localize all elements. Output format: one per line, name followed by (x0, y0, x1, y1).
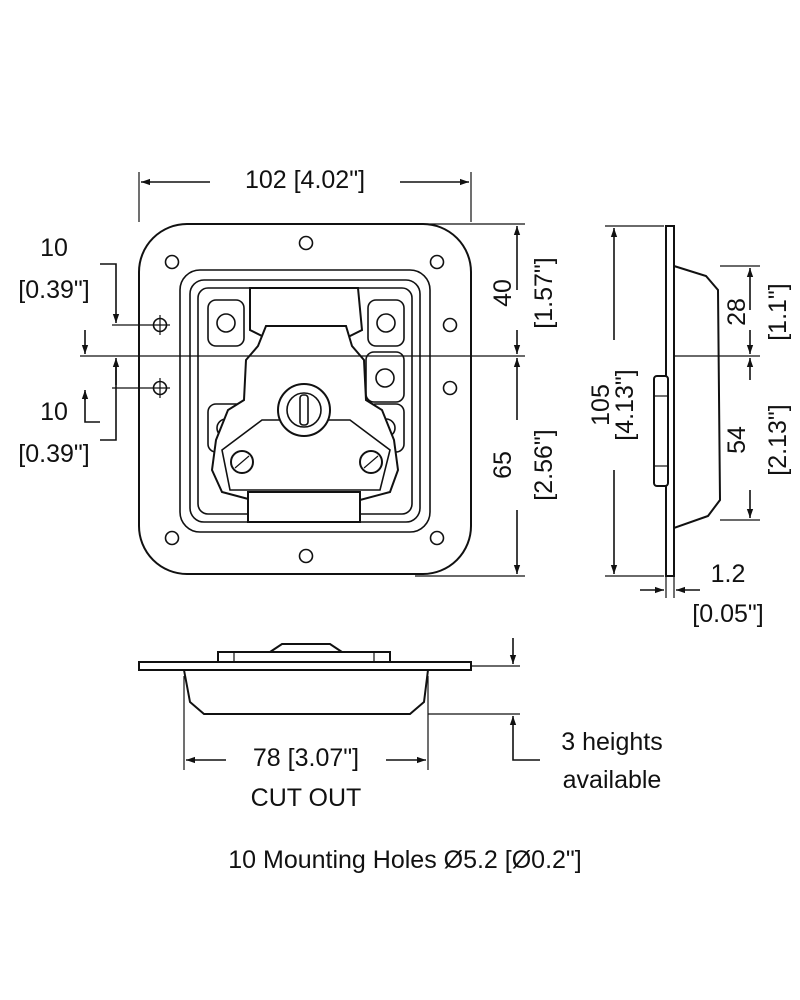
bottom-view (138, 643, 472, 715)
lock-cylinder (277, 383, 331, 437)
latch-lever (210, 287, 400, 523)
upper-height-mm: 40 (489, 279, 517, 307)
dish-outer (179, 269, 431, 533)
dish-hole (376, 313, 396, 333)
mounting-hole (164, 254, 180, 270)
side-lower-mm: 54 (723, 426, 751, 454)
thickness-mm: 1.2 (711, 560, 746, 588)
side-upper-mm: 28 (723, 298, 751, 326)
hole-offset-top-in: [0.39"] (18, 276, 89, 304)
hole-offset-bottom-in: [0.39"] (18, 440, 89, 468)
hole-offset-top-mm: 10 (40, 234, 68, 262)
mounting-hole (442, 317, 458, 333)
front-height-dimensions: 40 [1.57"] 65 [2.56"] (415, 223, 558, 577)
bottom-latch (217, 651, 391, 663)
lever-wing (221, 419, 391, 491)
heights-note-line1: 3 heights (561, 728, 662, 756)
mounting-hole (298, 235, 314, 251)
side-depth-dimensions: 28 [1.1"] 54 [2.13"] (720, 265, 792, 521)
side-height-dimension: 105 [4.13"] (587, 225, 664, 577)
mounting-holes (150, 235, 458, 564)
dish-hole (216, 313, 236, 333)
dish-slot (365, 351, 405, 403)
bottom-dish (182, 669, 430, 715)
bottom-latch-cap (266, 643, 346, 653)
mounting-hole (164, 530, 180, 546)
hole-offset-bottom-mm: 10 (40, 398, 68, 426)
thickness-in: [0.05"] (692, 600, 763, 628)
side-lower-in: [2.13"] (764, 404, 792, 475)
hole-offset-dimensions: 10 [0.39"] 10 [0.39"] (18, 234, 150, 468)
width-label: 102 [4.02"] (245, 166, 365, 194)
front-view (80, 223, 525, 575)
overall-height-in: [4.13"] (611, 369, 639, 440)
cutout-width-label: 78 [3.07"] (253, 744, 359, 772)
lower-height-mm: 65 (489, 451, 517, 479)
heights-note-line2: available (563, 766, 662, 794)
overall-height-mm: 105 (587, 384, 615, 426)
mounting-hole (429, 530, 445, 546)
lever-bottom (247, 491, 361, 523)
side-view (653, 225, 722, 577)
mounting-hole (429, 254, 445, 270)
cutout-dimension: 78 [3.07"] CUT OUT (183, 676, 429, 812)
dish-hole (375, 368, 395, 388)
bottom-flange (138, 661, 472, 671)
mounting-hole (442, 380, 458, 396)
thickness-dimension: 1.2 [0.05"] (640, 560, 764, 628)
lock-core (286, 392, 322, 428)
side-upper-in: [1.1"] (764, 283, 792, 341)
heights-dimension: 3 heights available (428, 638, 663, 794)
mounting-holes-note: 10 Mounting Holes Ø5.2 [Ø0.2"] (228, 846, 582, 874)
side-dish (673, 264, 722, 530)
cutout-label: CUT OUT (251, 784, 362, 812)
side-latch (653, 375, 669, 487)
key-slot (299, 394, 309, 426)
dish-slot (207, 299, 245, 347)
dish-slot (367, 299, 405, 347)
mounting-hole (298, 548, 314, 564)
upper-height-in: [1.57"] (530, 257, 558, 328)
lower-height-in: [2.56"] (530, 429, 558, 500)
width-dimension: 102 [4.02"] (138, 166, 472, 222)
